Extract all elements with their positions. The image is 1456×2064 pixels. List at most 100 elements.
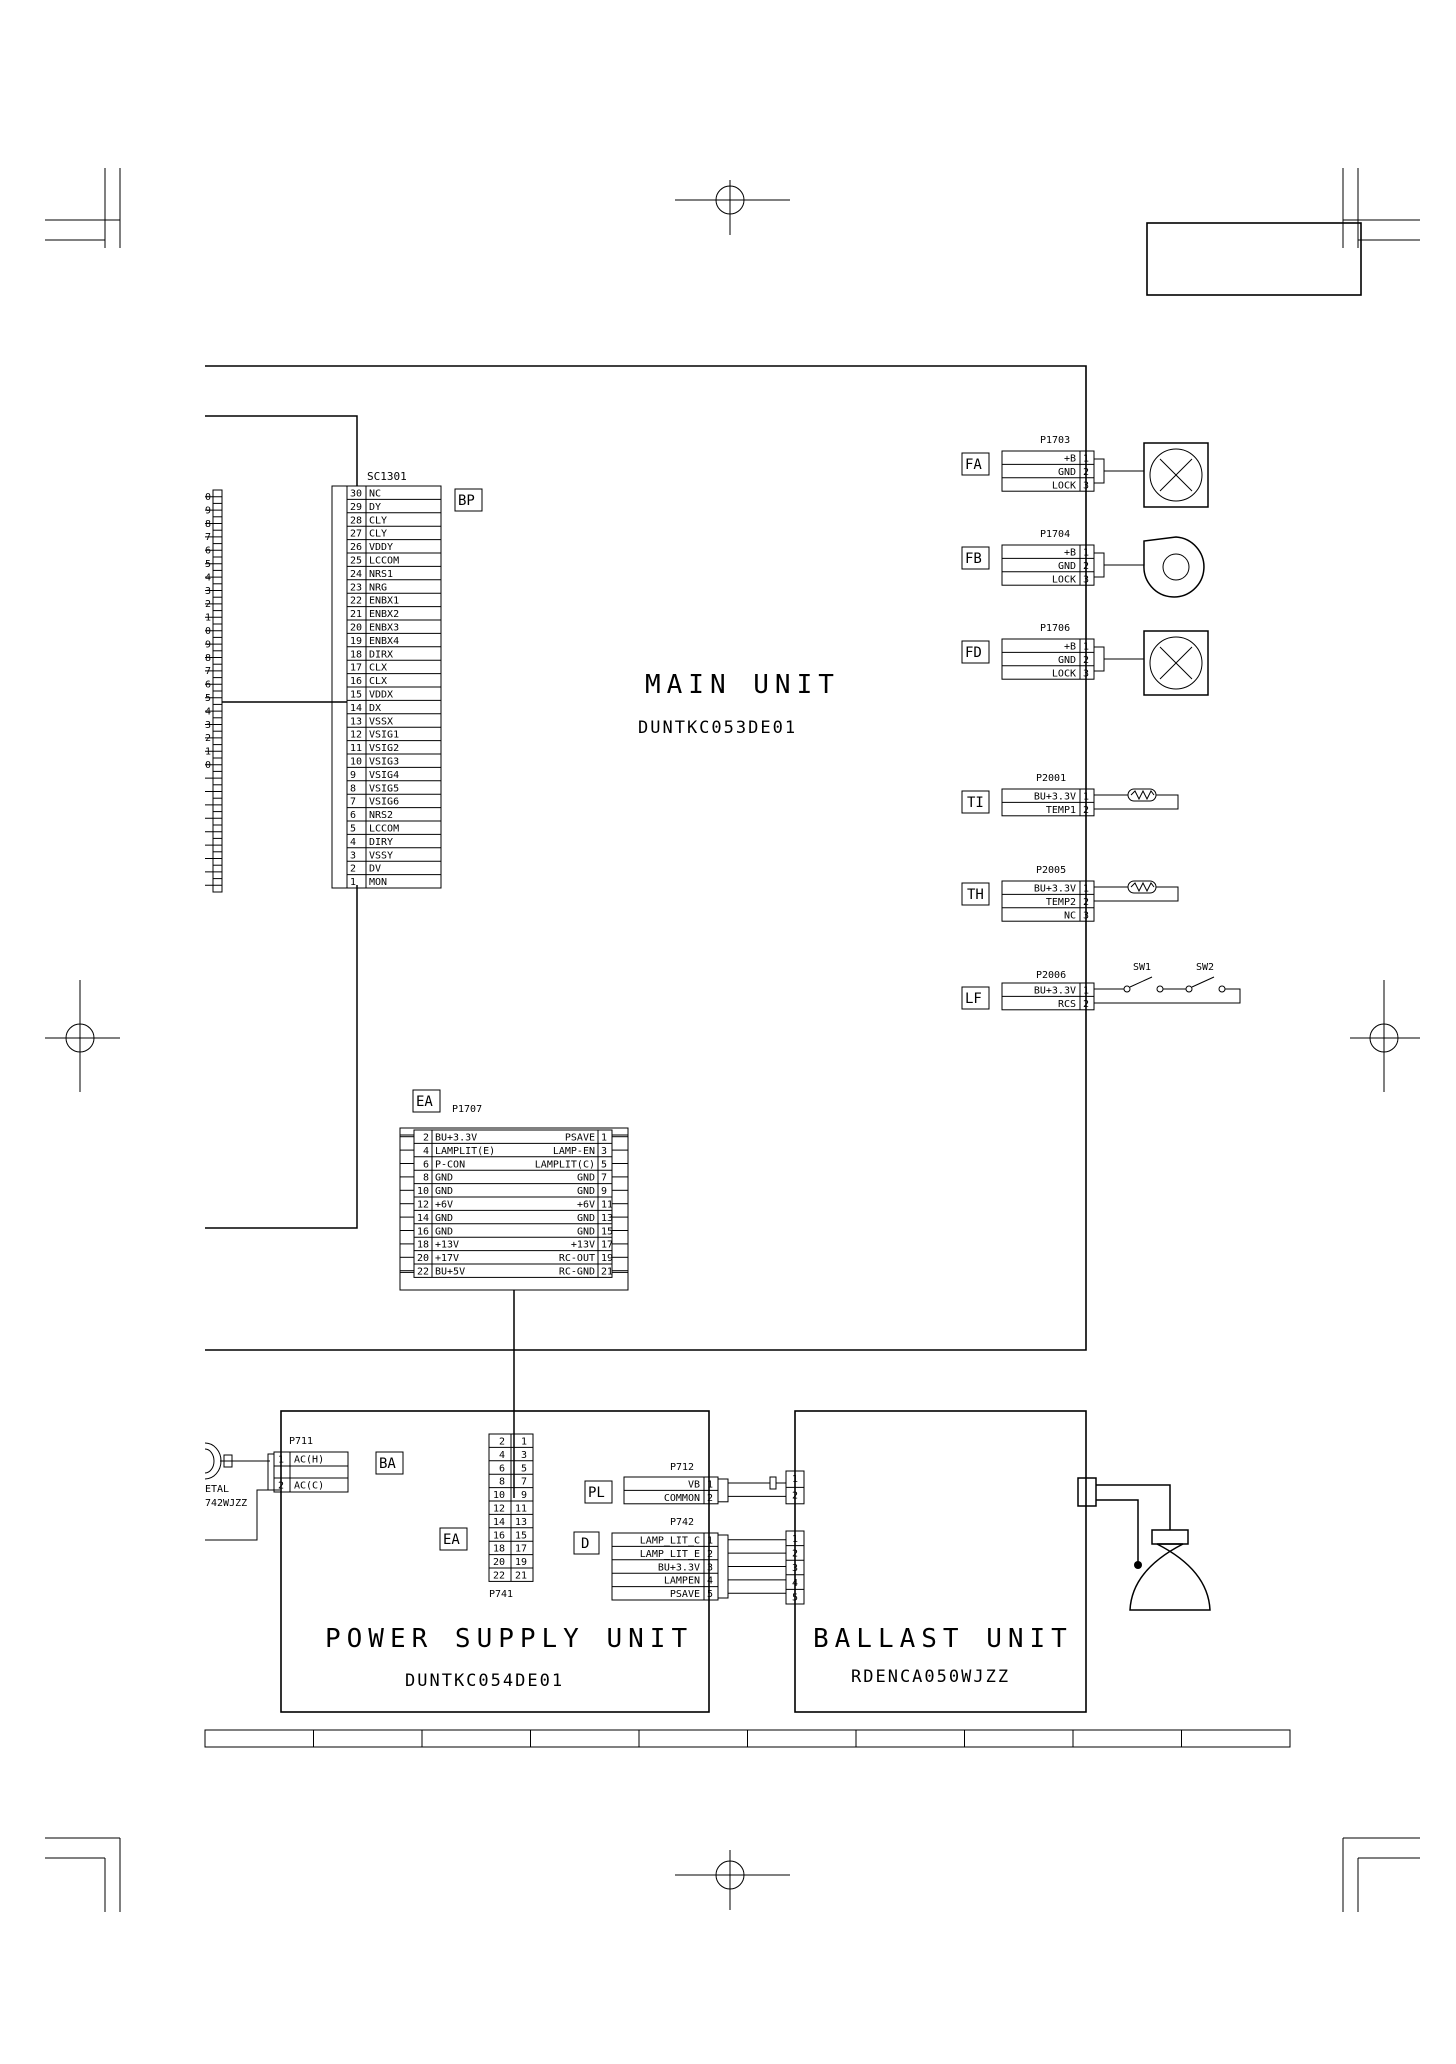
pin-number: 1 [1083, 792, 1089, 803]
ballast-unit-title: BALLAST UNIT [813, 1624, 1073, 1654]
registration-target-top [675, 180, 790, 235]
connector-mate [1093, 646, 1105, 672]
pin-signal: DX [369, 703, 381, 714]
pin-number-right: 17 [515, 1544, 527, 1555]
pin-signal: DV [369, 864, 381, 875]
connector-tag-label: FB [965, 551, 982, 567]
stub-pin-digit: 7 [205, 532, 211, 543]
connector-tag [961, 882, 990, 906]
cutoff-label-2: 742WJZZ [205, 1498, 247, 1509]
pin-signal: +B [1064, 548, 1076, 559]
connector-name: P741 [489, 1589, 513, 1600]
pin-number: 9 [350, 770, 356, 781]
switch-wire [1094, 988, 1241, 1004]
registration-target-bottom [675, 1850, 790, 1910]
pin-signal: CLY [369, 515, 387, 526]
stub-pin-digit: 0 [205, 760, 211, 771]
pin-signal-right: GND [577, 1213, 595, 1224]
pin-number: 30 [350, 489, 362, 500]
pin-number-left: 20 [417, 1253, 429, 1264]
connector-name: P1706 [1040, 623, 1070, 634]
stub-pin-digit: 5 [205, 559, 211, 570]
mate-pin-number: 2 [792, 1490, 798, 1501]
pin-signal-left: GND [435, 1186, 453, 1197]
pin-number-left: 22 [417, 1267, 429, 1278]
fan-rotor-circle [1149, 448, 1203, 502]
wire-bottom-left [205, 885, 358, 1229]
sensor-wire [1094, 794, 1179, 810]
pin-signal: VDDX [369, 690, 393, 701]
pin-signal: NRG [369, 582, 387, 593]
pin-number-left: 6 [499, 1463, 505, 1474]
fan-blade-line [1159, 646, 1193, 680]
connector-tag [584, 1480, 613, 1504]
pin-number: 21 [350, 609, 362, 620]
pin-number: 3 [1083, 910, 1089, 921]
stub-pin-digit: 9 [205, 639, 211, 650]
mate-pin-number: 1 [792, 1474, 798, 1485]
connector-name: P742 [670, 1517, 694, 1528]
pin-signal: NC [1064, 910, 1076, 921]
pin-signal: LAMP_LIT_C [640, 1536, 700, 1547]
pin-signal: VSSX [369, 716, 393, 727]
connector-name: P1707 [452, 1104, 482, 1115]
pin-number: 2 [1083, 897, 1089, 908]
fan-blade-line [1159, 458, 1193, 492]
pin-signal: PSAVE [670, 1589, 700, 1600]
stub-pin-digit: 1 [205, 747, 211, 758]
pin-signal-right: GND [577, 1226, 595, 1237]
stub-pin-digit: 6 [205, 546, 211, 557]
pin-number-right: 11 [601, 1200, 613, 1211]
pin-number: 7 [350, 797, 356, 808]
pin-signal: LOCK [1052, 480, 1076, 491]
pin-number: 4 [707, 1576, 713, 1587]
pin-number: 3 [1083, 480, 1089, 491]
sensor-wire [1094, 886, 1179, 902]
pin-number-left: 6 [423, 1159, 429, 1170]
pin-signal: VSIG4 [369, 770, 399, 781]
thermistor-icon [1127, 788, 1157, 802]
pin-number: 20 [350, 623, 362, 634]
pin-number-right: 9 [601, 1186, 607, 1197]
mate-pin-number: 2 [792, 1549, 798, 1560]
thermistor-zigzag [1130, 881, 1155, 893]
fan-rotor-circle [1149, 636, 1203, 690]
sw2-contact [1218, 985, 1226, 993]
pin-number: 5 [707, 1589, 713, 1600]
pin-signal-right: RC-GND [559, 1267, 595, 1278]
sw1-contact [1123, 985, 1131, 993]
pin-number-right: 21 [515, 1571, 527, 1582]
pin-signal-left: LAMPLIT(E) [435, 1146, 495, 1157]
pin-number: 3 [350, 850, 356, 861]
pin-number: 15 [350, 690, 362, 701]
pin-signal: NRS2 [369, 810, 393, 821]
connector-tag-label: D [581, 1536, 589, 1552]
pin-number: 11 [350, 743, 362, 754]
pin-number: 26 [350, 542, 362, 553]
pin-signal: ENBX4 [369, 636, 399, 647]
pin-signal-left: BU+3.3V [435, 1133, 477, 1144]
pin-signal-right: +6V [577, 1200, 595, 1211]
connector-name: P2001 [1036, 773, 1066, 784]
pin-number-right: 7 [601, 1173, 607, 1184]
ac-inlet-partial [204, 1442, 280, 1541]
pin-number-right: 15 [515, 1530, 527, 1541]
pin-number-left: 14 [493, 1517, 505, 1528]
sw1-contact [1156, 985, 1164, 993]
pin-number-right: 13 [601, 1213, 613, 1224]
pin-number: 29 [350, 502, 362, 513]
pin-number: 27 [350, 529, 362, 540]
stub-pin-digit: 0 [205, 626, 211, 637]
connector-name: P1703 [1040, 435, 1070, 446]
stub-pin-digit: 3 [205, 720, 211, 731]
pin-signal: DIRX [369, 649, 393, 660]
connector-tag [375, 1451, 404, 1475]
